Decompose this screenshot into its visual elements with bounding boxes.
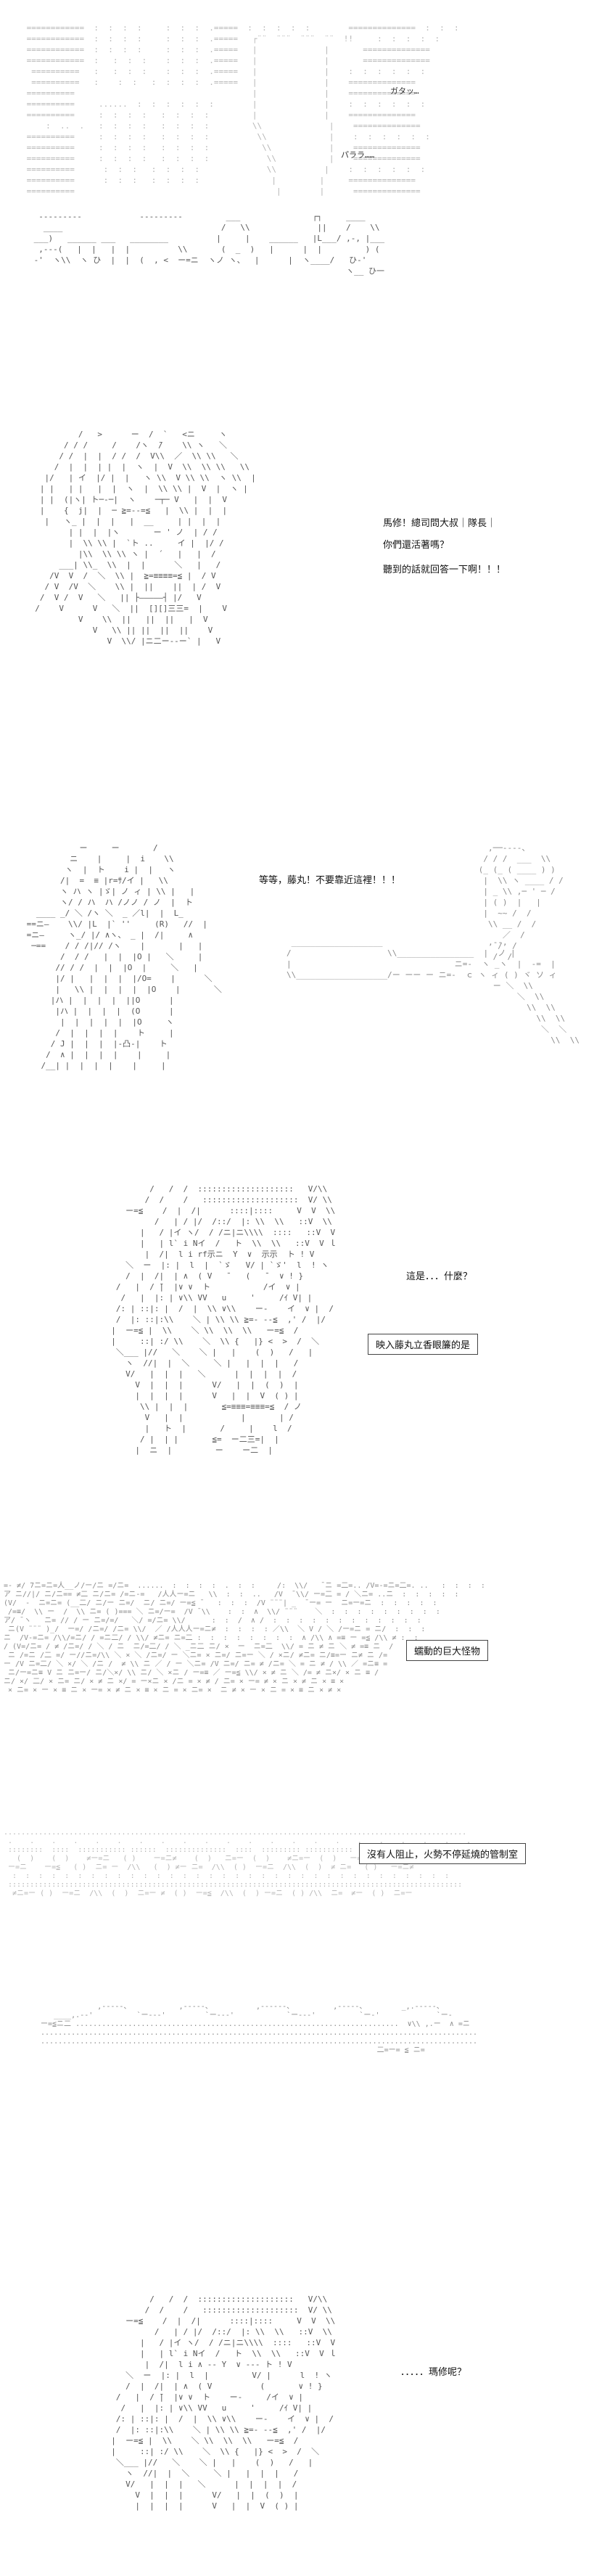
panel-1-sfx-crumble: パララ…… (341, 150, 375, 160)
panel-2-dialogue-1: 馬修！總司問大叔｜隊長｜ (383, 518, 497, 529)
panel-4-character-art: / / / :::::::::::::::::::: V/\\ / / / ::… (111, 1184, 337, 1455)
panel-3-warning: ー ー / ニ | | i \\ ヽ | ト i | | ヽ /| = ≡ |r… (0, 820, 602, 1154)
panel-4-realization: / / / :::::::::::::::::::: V/\\ / / / ::… (0, 1161, 602, 1567)
panel-7-character-art: / / / :::::::::::::::::::: V/\\ / / / ::… (111, 2294, 337, 2511)
panel-6-smoke-art: ,-----、 ,-----、 ,------、 ,-----、 _,.----… (41, 2003, 478, 2054)
panel-7-searching: / / / :::::::::::::::::::: V/\\ / / / ::… (0, 2278, 602, 2576)
panel-3-claw-art: ,──‐‐‐‐、 / / / ___ \\ (_ (_ ( ____ ) ) |… (478, 843, 564, 961)
panel-3-character-art: ー ー / ニ | | i \\ ヽ | ト i | | ヽ /| = ≡ |r… (26, 843, 222, 1070)
panel-3-dialogue-1: 等等，藤丸！不要靠近這裡！！！ (259, 875, 401, 886)
panel-1-debris-art: --------- --------- ___ ┌┐ ____ ____ / \… (33, 212, 385, 276)
panel-6-burning-room: ........................................… (0, 1814, 602, 2104)
panel-3-arm-art: ___________________ ,--, / \\___________… (286, 938, 580, 1045)
panel-5-monster-art: =- ≠/ 7ニ=ニ=人__ノ/ー/ニ =/ニ= ...... : : : : … (4, 1582, 485, 1694)
panel-1-background-art: ============ : : : : : : : .===== : : : … (26, 23, 459, 196)
panel-5-caption-box: 蠕動的巨大怪物 (406, 1640, 489, 1661)
panel-2-character-art: / > ー / ` <ニ ヽ / / / / /ヽ ̄/ \\ ヽ ＼ / / … (35, 430, 256, 646)
panel-1-sfx-rattle: ガタッ… (390, 86, 419, 96)
panel-5-monster: =- ≠/ 7ニ=ニ=人__ノ/ー/ニ =/ニ= ...... : : : : … (0, 1567, 602, 1814)
panel-2-dialogue-3: 聽到的話就回答一下啊！！！ (383, 565, 506, 575)
panel-4-caption-box: 映入藤丸立香眼簾的是 (368, 1334, 479, 1355)
panel-4-dialogue-1: 這是．．．什麼？ (406, 1271, 473, 1282)
panel-2-calling-out: / > ー / ` <ニ ヽ / / / / /ヽ ̄/ \\ ヽ ＼ / / … (0, 406, 602, 813)
panel-2-dialogue-2: 你們還活著嗎？ (383, 540, 450, 551)
panel-7-dialogue-1: ．．．．．瑪修呢？ (400, 2367, 467, 2378)
panel-1-wreckage: ============ : : : : : : : .===== : : : … (0, 0, 602, 341)
panel-6-caption-box: 沒有人阻止，火勢不停延燒的管制室 (359, 1843, 527, 1864)
